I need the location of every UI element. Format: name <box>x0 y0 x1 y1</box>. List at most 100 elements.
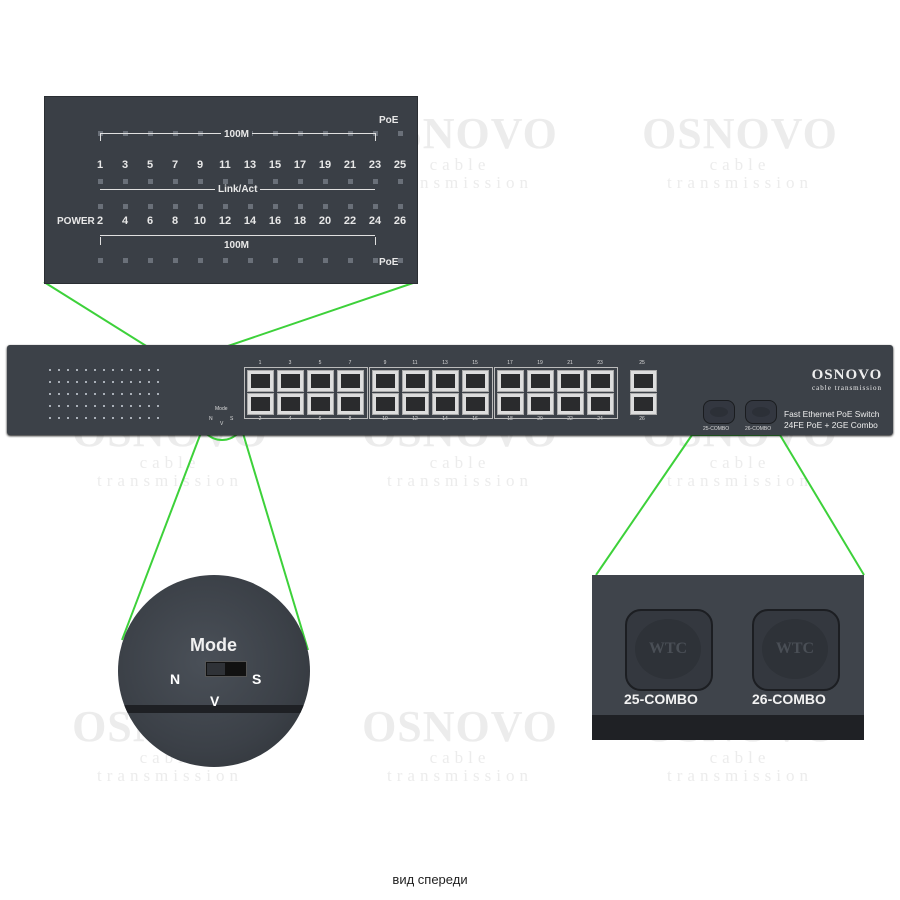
label-100m: 100M <box>221 240 253 251</box>
bracket-line <box>375 133 376 141</box>
led-number: 2 <box>96 215 104 227</box>
poe-led <box>123 258 128 263</box>
port-number: 24 <box>597 416 603 422</box>
port-16[interactable] <box>462 393 489 415</box>
link-led <box>148 204 153 209</box>
mini-led <box>94 369 96 371</box>
combo26-button[interactable] <box>745 400 777 424</box>
mini-led <box>157 369 159 371</box>
led-number: 26 <box>393 215 407 227</box>
port-8[interactable] <box>337 393 364 415</box>
mini-led <box>67 393 69 395</box>
poe-led <box>398 131 403 136</box>
port-20[interactable] <box>527 393 554 415</box>
port-3[interactable] <box>277 370 304 392</box>
mini-led <box>49 417 51 419</box>
mini-led <box>157 417 159 419</box>
port-number: 11 <box>412 360 418 366</box>
port-number: 1 <box>258 360 262 366</box>
bracket-line <box>100 133 101 141</box>
poe-led <box>298 258 303 263</box>
port-13[interactable] <box>432 370 459 392</box>
led-number: 5 <box>146 159 154 171</box>
port-23[interactable] <box>587 370 614 392</box>
port-7[interactable] <box>337 370 364 392</box>
link-led <box>373 204 378 209</box>
mini-led <box>112 369 114 371</box>
port-10[interactable] <box>372 393 399 415</box>
label-poe: PoE <box>379 257 399 268</box>
led-number: 22 <box>343 215 357 227</box>
mini-led <box>112 405 114 407</box>
port-number: 12 <box>412 416 418 422</box>
port-26[interactable] <box>630 393 657 415</box>
port-2[interactable] <box>247 393 274 415</box>
link-led <box>323 204 328 209</box>
combo26-zoom-button[interactable]: WTC <box>752 609 840 691</box>
mini-led <box>103 417 105 419</box>
port-number: 26 <box>639 416 645 422</box>
mini-led <box>121 417 123 419</box>
port-17[interactable] <box>497 370 524 392</box>
mini-led <box>58 393 60 395</box>
led-number: 10 <box>193 215 207 227</box>
mini-led <box>49 369 51 371</box>
port-1[interactable] <box>247 370 274 392</box>
link-led <box>173 179 178 184</box>
poe-led <box>148 258 153 263</box>
mini-led <box>121 405 123 407</box>
mini-led <box>139 417 141 419</box>
port-9[interactable] <box>372 370 399 392</box>
combo25-zoom-button[interactable]: WTC <box>625 609 713 691</box>
port-14[interactable] <box>432 393 459 415</box>
mini-led <box>139 405 141 407</box>
port-21[interactable] <box>557 370 584 392</box>
led-number: 14 <box>243 215 257 227</box>
port-number: 17 <box>507 360 513 366</box>
link-led <box>298 204 303 209</box>
mini-led <box>157 393 159 395</box>
port-number: 23 <box>597 360 603 366</box>
port-11[interactable] <box>402 370 429 392</box>
led-number: 13 <box>243 159 257 171</box>
port-15[interactable] <box>462 370 489 392</box>
mini-led <box>76 369 78 371</box>
port-6[interactable] <box>307 393 334 415</box>
link-led <box>398 204 403 209</box>
port-25[interactable] <box>630 370 657 392</box>
combo25-button[interactable] <box>703 400 735 424</box>
port-12[interactable] <box>402 393 429 415</box>
mini-led <box>76 417 78 419</box>
mini-led <box>139 393 141 395</box>
mode-label: Mode <box>215 406 228 412</box>
link-led <box>348 179 353 184</box>
sfp-ports: 25 26 <box>627 360 662 430</box>
port-18[interactable] <box>497 393 524 415</box>
link-led <box>348 204 353 209</box>
combo-buttons-zoom: WTC WTC 25-COMBO 26-COMBO <box>592 575 864 740</box>
mini-led <box>94 417 96 419</box>
mini-led <box>94 405 96 407</box>
port-4[interactable] <box>277 393 304 415</box>
mode-v: V <box>210 693 220 709</box>
mini-led <box>130 417 132 419</box>
label-100m: 100M <box>221 129 253 140</box>
link-led <box>123 204 128 209</box>
mini-led <box>67 417 69 419</box>
mode-slider[interactable] <box>205 661 247 677</box>
mode-s-label: S <box>230 416 234 422</box>
link-led <box>98 179 103 184</box>
port-22[interactable] <box>557 393 584 415</box>
label-poe: PoE <box>379 115 399 126</box>
port-19[interactable] <box>527 370 554 392</box>
mini-led <box>94 393 96 395</box>
port-5[interactable] <box>307 370 334 392</box>
mode-switch[interactable]: Mode N V S <box>207 400 237 430</box>
poe-led <box>248 258 253 263</box>
bracket-line <box>375 237 376 245</box>
port-24[interactable] <box>587 393 614 415</box>
port-number: 6 <box>318 416 322 422</box>
